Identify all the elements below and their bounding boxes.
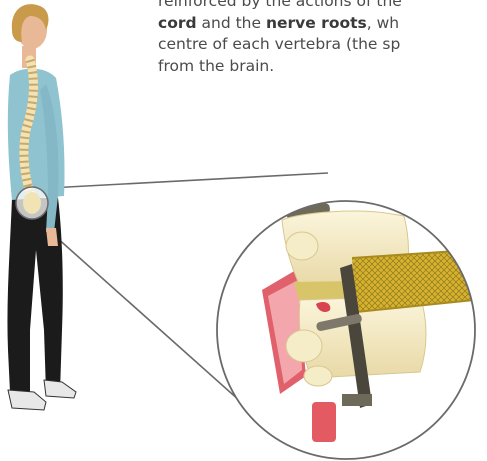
lumbar-bone	[23, 192, 41, 214]
standing-woman-figure	[7, 4, 76, 410]
magnifier-circle	[217, 201, 475, 459]
hand	[46, 228, 58, 246]
shoe-left	[8, 390, 46, 410]
marker-bottom	[312, 402, 336, 442]
lower-post	[342, 394, 372, 406]
facet-lower	[286, 330, 322, 362]
zoom-line-top	[49, 173, 328, 188]
facet-bottom	[304, 366, 332, 386]
facet-upper	[286, 232, 318, 260]
shoe-right	[44, 380, 76, 398]
